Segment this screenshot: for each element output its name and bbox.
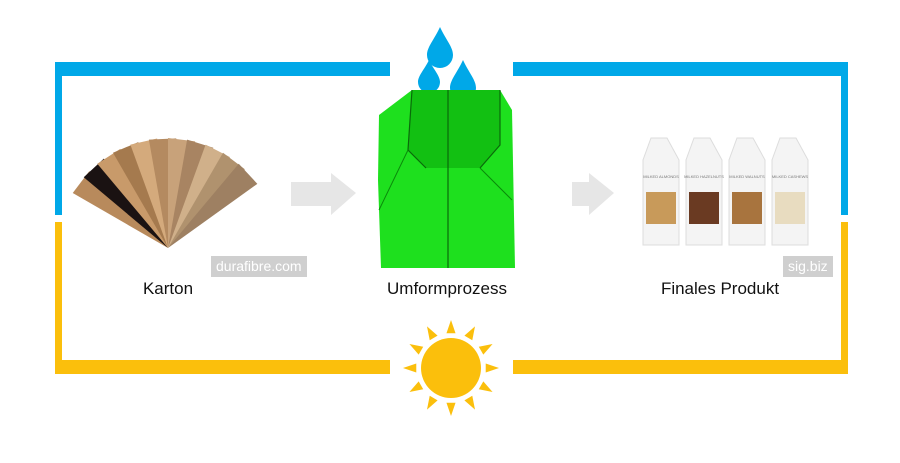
- product-cartons-image: MILKED ALMONDS MILKED HAZELNUTS MILKED W…: [642, 137, 809, 246]
- water-frame: [55, 62, 848, 215]
- sun-ray: [446, 402, 456, 416]
- product-carton: MILKED WALNUTS: [728, 137, 766, 246]
- sun-ray: [427, 395, 438, 410]
- sun-ray: [409, 344, 424, 355]
- step-label-umformprozess: Umformprozess: [387, 279, 507, 298]
- cardboard-sheet: [168, 152, 245, 248]
- product-name: MILKED HAZELNUTS: [684, 174, 724, 179]
- sun-frame: [55, 222, 848, 374]
- image-credit-sig: sig.biz: [783, 256, 833, 277]
- sun-icon: [403, 320, 499, 416]
- sun-ray: [464, 395, 475, 410]
- cardboard-sheet: [168, 163, 258, 248]
- sun-ray: [485, 363, 499, 373]
- cardboard-sheet: [72, 171, 168, 248]
- product-name: MILKED CASHEWS: [772, 174, 809, 179]
- green-carton-image: [378, 89, 515, 268]
- water-drops-icon: [418, 27, 476, 101]
- product-carton: MILKED CASHEWS: [771, 137, 809, 246]
- cardboard-sheet: [113, 142, 168, 248]
- product-name: MILKED ALMONDS: [643, 174, 679, 179]
- sun-ray: [478, 344, 493, 355]
- arrow-icon: [291, 173, 614, 215]
- step-label-karton: Karton: [142, 279, 194, 298]
- product-carton: MILKED ALMONDS: [642, 137, 680, 246]
- sun-ray: [409, 381, 424, 392]
- step-label-finales-produkt: Finales Produkt: [660, 279, 780, 298]
- sun-ray: [427, 326, 438, 341]
- sun-ray: [464, 326, 475, 341]
- image-credit-durafibre: durafibre.com: [211, 256, 307, 277]
- cardboard-image: [72, 138, 258, 248]
- cardboard-sheet: [83, 158, 168, 248]
- sun-ray: [403, 363, 417, 373]
- product-carton: MILKED HAZELNUTS: [684, 137, 724, 246]
- sun-ray: [446, 320, 456, 334]
- product-name: MILKED WALNUTS: [729, 174, 765, 179]
- sun-ray: [478, 381, 493, 392]
- cardboard-sheet: [97, 148, 168, 248]
